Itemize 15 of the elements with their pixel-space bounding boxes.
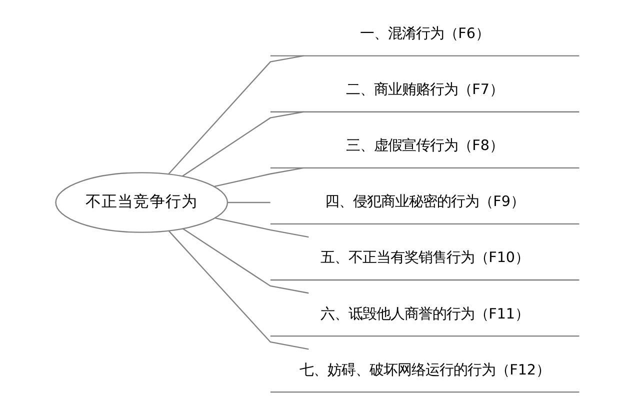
connector [182, 228, 308, 294]
connector [168, 230, 308, 350]
node-text: 一、混淆行为（F6） [360, 26, 489, 42]
connector [182, 111, 304, 177]
node-ellipse: 不正当竞争行为 [54, 172, 228, 233]
connector [227, 202, 270, 204]
connector [214, 217, 308, 238]
node-text: 五、不正当有奖销售行为（F10） [320, 250, 529, 266]
node-text: 三、虚假宣传行为（F8） [346, 138, 503, 154]
node-text: 四、侵犯商业秘密的行为（F9） [324, 194, 524, 210]
connector [214, 167, 304, 188]
node-text: 七、妨碍、破坏网络运行的行为（F12） [299, 362, 550, 378]
node-text: 六、诋毁他人商誉的行为（F11） [320, 306, 529, 322]
connector [168, 55, 304, 174]
node-text: 二、商业贿赂行为（F7） [346, 82, 503, 98]
